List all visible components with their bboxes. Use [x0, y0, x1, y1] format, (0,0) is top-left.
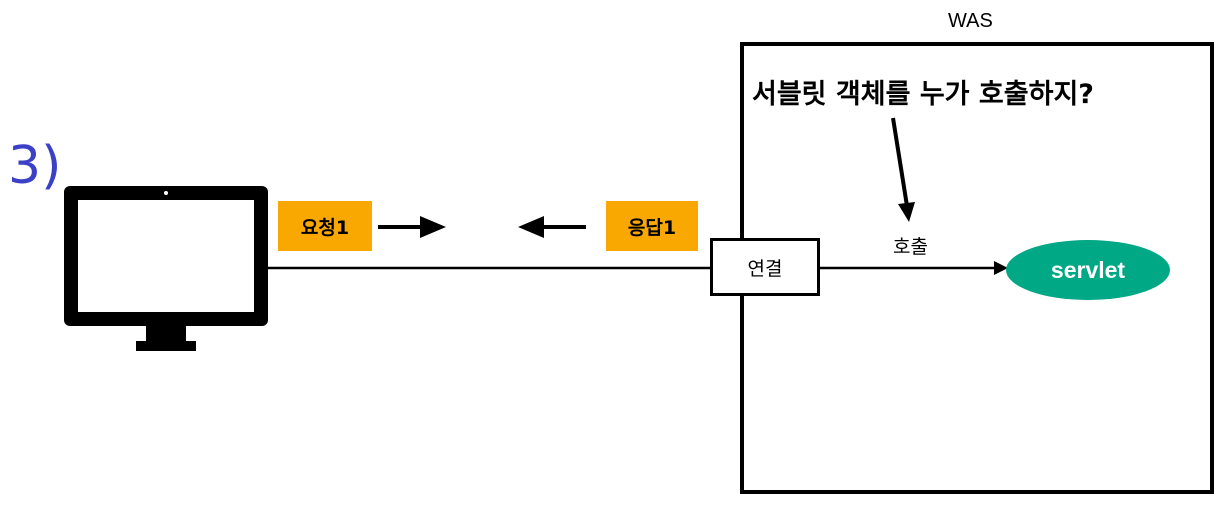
request-tag: 요청1: [278, 201, 372, 251]
response-tag: 응답1: [606, 201, 698, 251]
call-label: 호출: [893, 236, 928, 258]
step-label: 3): [8, 136, 62, 196]
servlet-label: servlet: [1050, 256, 1126, 283]
call-arrow: [820, 261, 1008, 275]
desktop-monitor-icon: [64, 186, 268, 351]
question-text: 서블릿 객체를 누가 호출하지?: [752, 79, 1094, 110]
servlet-ellipse: [1006, 240, 1170, 300]
connection-box: 연결: [710, 238, 820, 296]
response-arrow: [518, 216, 586, 238]
question-arrow: [891, 117, 915, 222]
was-label: WAS: [948, 10, 993, 32]
request-arrow: [378, 216, 446, 238]
